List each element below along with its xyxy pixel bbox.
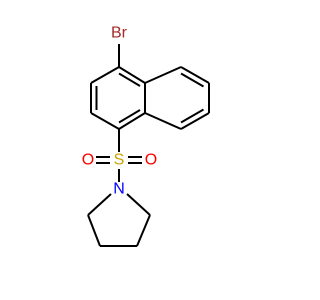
bromine-atom-label: Br [111,25,128,42]
oxygen-right-atom-label: O [145,152,157,169]
bond-c7-c8-inner [180,108,205,124]
bond-c4a-c4 [118,66,146,84]
bond-c4p-c5p [87,214,101,247]
sulfur-atom-label: S [114,152,125,169]
bond-n-c2p [126,193,151,216]
bond-c4a-c5 [144,66,182,84]
bond-c4-c3 [90,66,120,84]
bond-c1-c8a [118,112,146,130]
oxygen-left-atom-label: O [82,152,94,169]
nitrogen-atom-label: N [113,181,125,198]
bond-c2p-c3p [136,214,151,247]
skeletal-structure-diagram: Br S O O N [82,25,210,247]
bond-c5p-n [87,193,112,216]
bond-c5-c6-inner [180,72,205,88]
bond-c2-c1 [90,112,120,130]
bond-c1-c8a-inner [118,109,141,124]
bond-c7-c8 [180,112,210,130]
bond-c5-c6 [180,66,210,84]
bond-c8-c8a [144,112,182,130]
bond-c4a-c4-inner [118,72,141,87]
